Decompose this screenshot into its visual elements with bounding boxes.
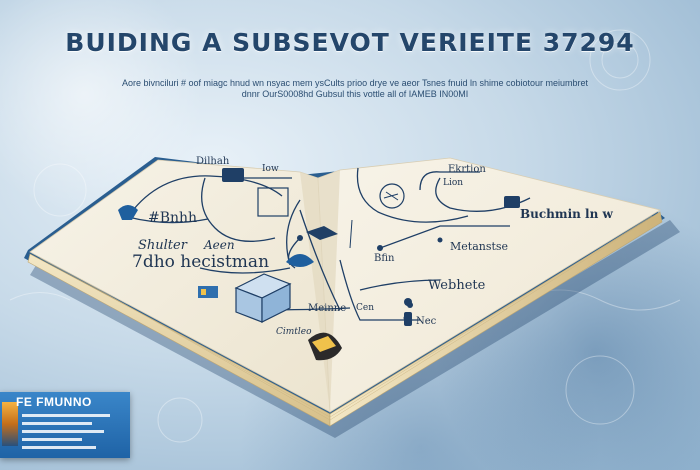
badge-text-line: [22, 446, 96, 449]
badge-thumbnail: [2, 402, 18, 446]
badge-title: FE FMUNNO: [16, 395, 92, 409]
label-ekrtion: Ekrtion: [448, 164, 486, 175]
badge-text-line: [22, 422, 92, 425]
badge-text-line: [22, 438, 82, 441]
book-page-right: [317, 157, 662, 413]
label-meinne: Meinne: [308, 303, 347, 314]
device-icon: [504, 196, 520, 208]
server-box-icon: [234, 273, 292, 323]
subtitle-line-1: Aore bivnciluri # oof miagc hnud wn nsya…: [121, 78, 589, 88]
label-dilhah: Dilhah: [196, 156, 230, 167]
badge-text-line: [22, 430, 104, 433]
pencil-icon: [349, 219, 353, 249]
label-aeen: Aeen: [204, 238, 235, 252]
page-title: BUIDING A SUBSEVOT VERIEITE 37294: [65, 28, 635, 57]
label-webhete: Webhete: [428, 278, 486, 293]
label-iow: Iow: [262, 164, 279, 174]
book-edge-right: [329, 211, 663, 427]
label-bnhh: #Bnhh: [148, 210, 198, 226]
diagram-connectors: [127, 167, 531, 321]
subtitle-line-2: dnnr OurS0008hd Gubsul this vottle all o…: [241, 89, 469, 99]
label-hecistman: 7dho hecistman: [132, 252, 270, 272]
label-metanstse: Metanstse: [450, 240, 509, 253]
subtitle: Aore bivnciluri # oof miagc hnud wn nsya…: [70, 78, 640, 100]
cap-sticker-icon: [308, 332, 342, 361]
label-cen: Cen: [356, 303, 375, 313]
label-nec: Nec: [416, 316, 437, 327]
badge-text-line: [22, 414, 110, 417]
label-bfin: Bfin: [374, 253, 395, 264]
tool-icons: [404, 298, 412, 326]
chip-icon: [198, 286, 218, 298]
mouse-icon: [286, 254, 314, 267]
graduation-cap-icon: [306, 226, 338, 240]
monitor-icon: [222, 168, 244, 182]
label-cimtleo: Cimtleo: [276, 327, 312, 337]
label-lion: Lion: [443, 178, 464, 188]
shield-icon: [118, 205, 138, 220]
globe-icon: [379, 183, 405, 209]
label-buchmin: Buchmin ln w: [520, 207, 613, 221]
label-shulter: Shulter: [138, 238, 187, 253]
brand-badge: FE FMUNNO: [0, 392, 130, 458]
frame-icon: [257, 187, 289, 217]
